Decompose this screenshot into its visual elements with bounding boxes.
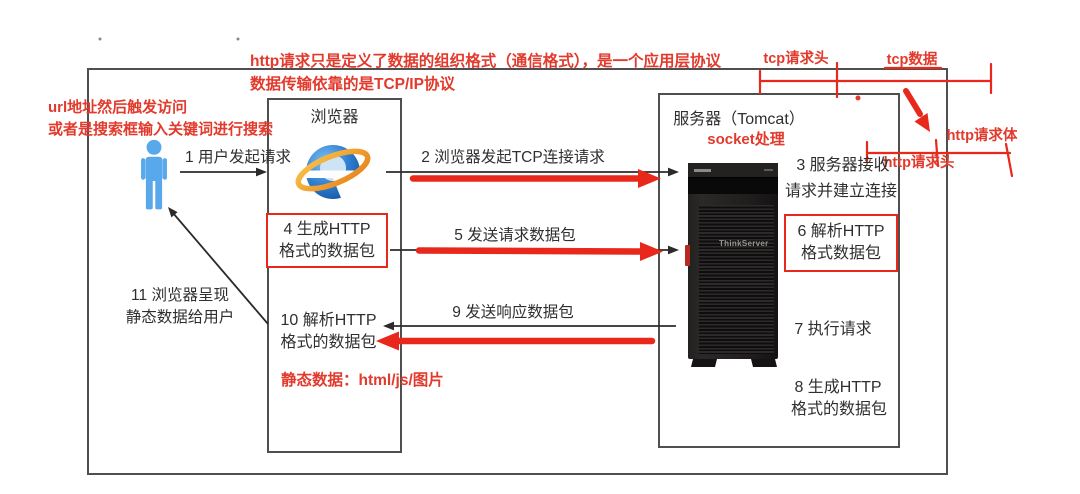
step1-label: 1 用户发起请求 [185, 149, 291, 166]
outer-box [87, 68, 948, 475]
left-note-line2: 或者是搜索框输入关键词进行搜索 [48, 121, 274, 138]
tower-brand-badge [694, 169, 711, 172]
step7-label: 7 执行请求 [794, 321, 872, 338]
step6-highlight-box: 6 解析HTTP 格式数据包 [784, 214, 898, 272]
tower-foot-right [751, 359, 777, 367]
tower-logo-text: ThinkServer [719, 239, 769, 248]
step2-label: 2 浏览器发起TCP连接请求 [421, 149, 605, 166]
tower-foot-left [691, 359, 717, 367]
top-note-line1: http请求只是定义了数据的组织格式（通信格式），是一个应用层协议 [250, 53, 722, 70]
tower-drive-bay [688, 178, 778, 194]
tower-top-bezel [688, 163, 778, 178]
step8-label-line1: 8 生成HTTP [794, 379, 882, 396]
static-data-label: 静态数据：html/js/图片 [281, 372, 444, 389]
step10-label-line2: 格式的数据包 [280, 334, 377, 351]
gray-dot-right [236, 37, 240, 41]
step10-label-line1: 10 解析HTTP [280, 312, 377, 329]
http-body-label: http请求体 [946, 128, 1018, 144]
ie-browser-icon [295, 145, 371, 199]
gray-dot-left [98, 37, 102, 41]
socket-label: socket处理 [707, 131, 785, 148]
step11-label-line2: 静态数据给用户 [125, 309, 235, 326]
tower-model-badge [764, 169, 773, 171]
step11-label-line1: 11 浏览器呈现 [131, 287, 229, 304]
step9-label: 9 发送响应数据包 [452, 304, 574, 321]
step6-label-line2: 格式数据包 [800, 245, 881, 262]
step3-label-line2: 请求并建立连接 [784, 183, 897, 200]
tower-red-latch [685, 245, 690, 266]
step3-label-line1: 3 服务器接收 [796, 157, 890, 174]
step4-label-line2: 格式的数据包 [278, 242, 375, 260]
tcp-data-label: tcp数据 [886, 52, 938, 68]
step4-highlight-box: 4 生成HTTP 格式的数据包 [266, 213, 388, 268]
tower-vents [699, 205, 774, 354]
server-tower: ThinkServer [685, 163, 778, 359]
step4-label-line1: 4 生成HTTP [283, 220, 371, 238]
server-box [658, 93, 900, 448]
step5-label: 5 发送请求数据包 [454, 227, 576, 244]
browser-title: 浏览器 [310, 109, 359, 126]
server-title: 服务器（Tomcat） [673, 111, 805, 128]
left-note-line1: url地址然后触发访问 [48, 99, 188, 116]
step6-label-line1: 6 解析HTTP [797, 223, 885, 240]
person-icon [141, 139, 167, 210]
tcp-header-label: tcp请求头 [763, 51, 829, 67]
http-header-label: http请求头 [883, 155, 955, 171]
step8-label-line2: 格式的数据包 [790, 401, 887, 418]
top-note-line2: 数据传输依靠的是TCP/IP协议 [250, 76, 455, 93]
